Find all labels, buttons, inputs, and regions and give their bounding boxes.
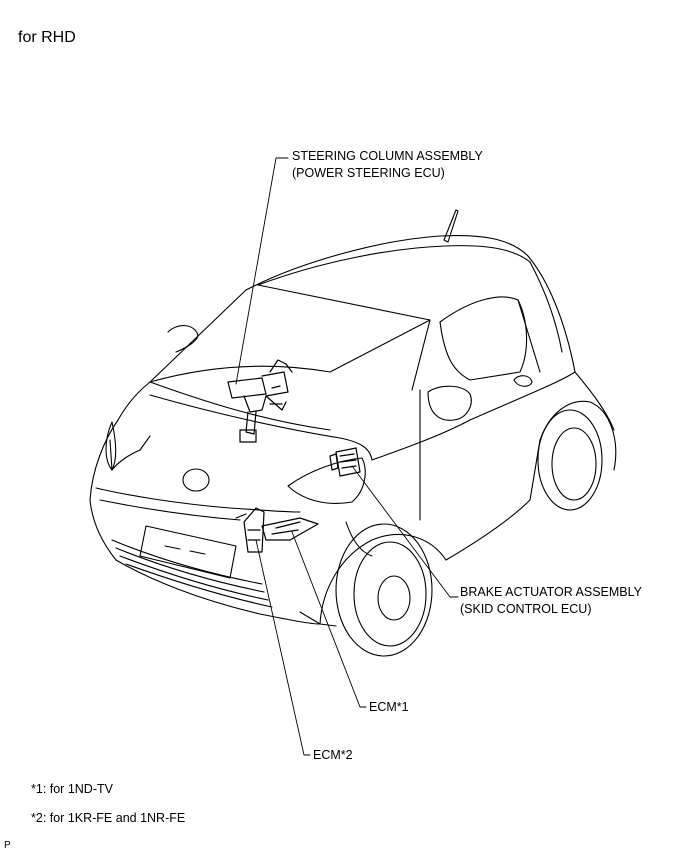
ecm-2-label: ECM*2 (313, 748, 353, 762)
brake-actuator-assembly-part (329, 447, 361, 477)
brake-actuator-label: BRAKE ACTUATOR ASSEMBLY (460, 585, 643, 599)
leader-line-ecm1 (291, 531, 367, 708)
ecm-1kr-1nr-part (235, 507, 265, 553)
leader-line-brake (351, 465, 459, 598)
steering-column-assembly-part (227, 359, 293, 443)
power-steering-ecu-label: (POWER STEERING ECU) (292, 166, 445, 180)
ecm-1-label: ECM*1 (369, 700, 409, 714)
steering-column-label: STEERING COLUMN ASSEMBLY (292, 149, 483, 163)
figure-code: P (4, 840, 11, 851)
diagram-title: for RHD (18, 29, 76, 46)
car-illustration (89, 209, 617, 657)
ecm-1nd-tv-part (261, 517, 319, 541)
leader-lines (235, 157, 459, 756)
skid-control-ecu-label: (SKID CONTROL ECU) (460, 602, 592, 616)
leader-line-ecm2 (255, 539, 311, 756)
footnote-2: *2: for 1KR-FE and 1NR-FE (31, 811, 186, 825)
footnote-1: *1: for 1ND-TV (31, 782, 113, 796)
leader-line-steering (235, 157, 289, 385)
